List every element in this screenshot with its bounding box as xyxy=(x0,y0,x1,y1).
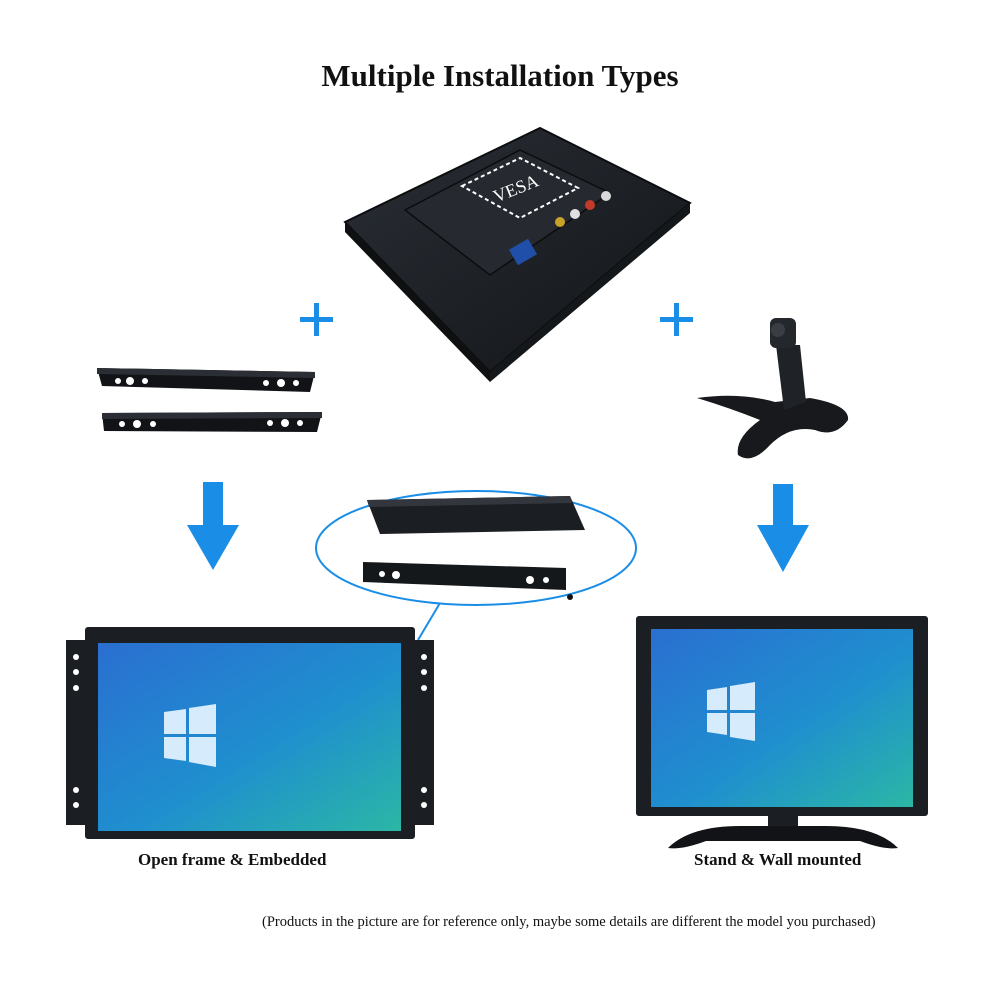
arrow-down-icon xyxy=(757,484,809,572)
disclaimer-text: (Products in the picture are for referen… xyxy=(262,914,876,930)
plus-icon xyxy=(660,303,693,336)
windows-logo-icon xyxy=(707,682,755,741)
open-frame-monitor xyxy=(66,627,434,839)
desk-stand xyxy=(697,318,849,459)
monitor-rear-view: VESA xyxy=(343,126,692,382)
arrow-down-icon xyxy=(187,482,239,570)
mounting-bracket-bottom xyxy=(102,412,322,432)
caption-stand-wall: Stand & Wall mounted xyxy=(694,850,862,869)
bracket-detail-callout xyxy=(315,490,637,641)
windows-logo-icon xyxy=(164,704,216,767)
page-title: Multiple Installation Types xyxy=(321,58,679,93)
plus-icon xyxy=(300,303,333,336)
stand-mounted-monitor xyxy=(636,616,928,849)
caption-open-frame: Open frame & Embedded xyxy=(138,850,327,869)
mounting-bracket-top xyxy=(97,368,315,392)
